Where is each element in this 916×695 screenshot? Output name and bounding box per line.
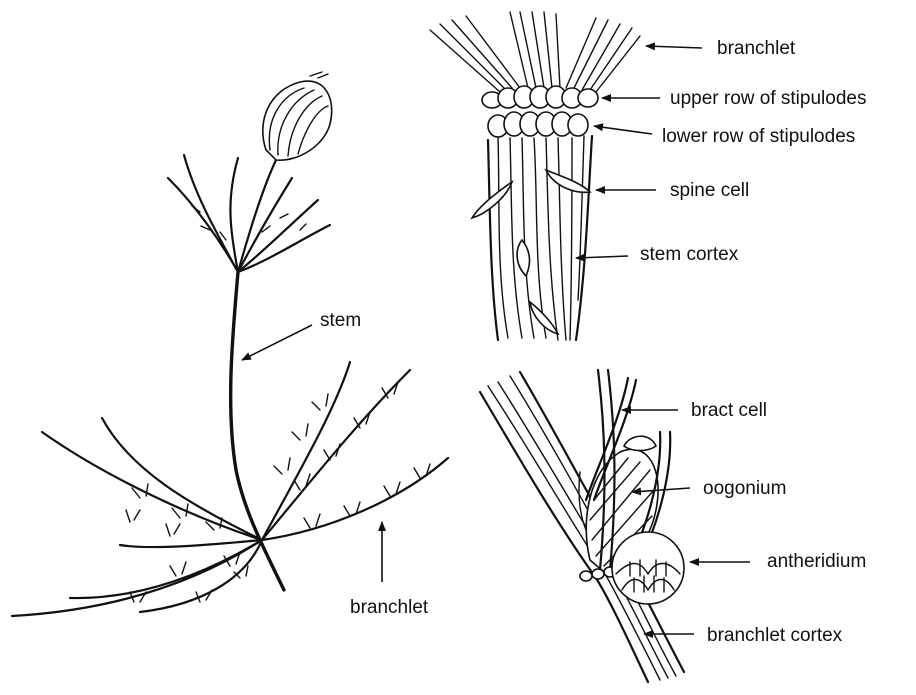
label-branchlet-top: branchlet bbox=[717, 38, 796, 59]
upper-stipulodes bbox=[482, 86, 598, 108]
label-lower-stipulodes: lower row of stipulodes bbox=[662, 126, 855, 147]
label-upper-stipulodes: upper row of stipulodes bbox=[670, 88, 866, 109]
stem-cortex-lines bbox=[488, 136, 592, 340]
arrow-lower-stipulodes bbox=[594, 126, 652, 134]
label-branchlet-cortex: branchlet cortex bbox=[707, 625, 843, 646]
label-antheridium: antheridium bbox=[767, 551, 866, 572]
lower-stipulodes bbox=[488, 112, 588, 137]
label-stem: stem bbox=[320, 310, 361, 331]
label-bract-cell: bract cell bbox=[691, 400, 767, 421]
arrow-branchlet-top bbox=[646, 46, 702, 48]
branchlet-fibers bbox=[430, 12, 640, 92]
upper-whorl bbox=[168, 155, 330, 272]
label-branchlet-left: branchlet bbox=[350, 597, 429, 618]
label-stem-cortex: stem cortex bbox=[640, 244, 739, 265]
node-beads bbox=[580, 567, 616, 581]
arrow-stem bbox=[242, 325, 312, 360]
label-spine-cell: spine cell bbox=[670, 180, 749, 201]
label-oogonium: oogonium bbox=[703, 478, 786, 499]
apical-oospore bbox=[263, 72, 332, 160]
antheridium-shape bbox=[612, 532, 684, 604]
reproductive-detail-drawing bbox=[480, 370, 684, 682]
node-detail-drawing bbox=[430, 12, 640, 340]
